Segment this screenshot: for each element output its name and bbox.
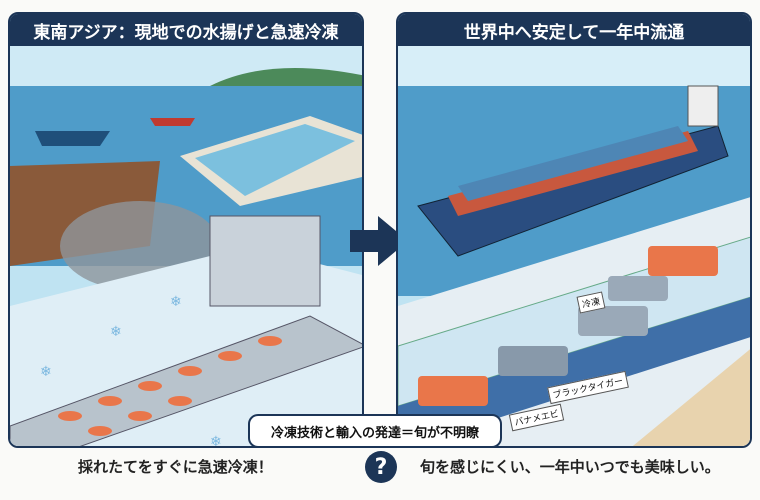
svg-text:❄: ❄	[170, 294, 182, 310]
shipping-and-supermarket-illustration	[398, 46, 750, 446]
left-panel: 東南アジア：現地での水揚げと急速冷凍 ❄ ❄ ❄ ❄	[8, 12, 364, 448]
left-panel-title: 東南アジア：現地での水揚げと急速冷凍	[10, 14, 362, 46]
shrimp-trays	[418, 246, 718, 406]
callout-bubble: 冷凍技術と輸入の発達＝旬が不明瞭	[248, 414, 502, 448]
question-icon: ?	[365, 451, 397, 483]
fish-trays	[578, 276, 668, 336]
case-front	[398, 297, 750, 446]
island	[210, 68, 362, 86]
conveyor	[10, 315, 362, 446]
svg-text:❄: ❄	[210, 434, 222, 448]
boat	[150, 118, 195, 126]
right-panel-title: 世界中へ安定して一年中流通	[398, 14, 750, 46]
shrimp-on-conveyor	[58, 336, 282, 436]
right-caption: 旬を感じにくい、一年中いつでも美味しい。	[420, 458, 720, 476]
fishing-and-freezing-illustration: ❄ ❄ ❄ ❄	[10, 46, 362, 448]
left-caption: 採れたてをすぐに急速冷凍！	[78, 458, 273, 476]
svg-text:❄: ❄	[40, 364, 52, 380]
floor	[632, 349, 750, 446]
boat	[35, 131, 110, 146]
snowflake-icons: ❄ ❄ ❄ ❄	[40, 294, 222, 448]
arrow-right-icon	[350, 216, 408, 266]
ship-bridge	[687, 85, 719, 127]
right-panel: 世界中へ安定して一年中流通 ブラックタイガー バナメエビ 冷凍	[396, 12, 752, 448]
svg-text:❄: ❄	[110, 324, 122, 340]
freezer-machine	[209, 215, 321, 307]
